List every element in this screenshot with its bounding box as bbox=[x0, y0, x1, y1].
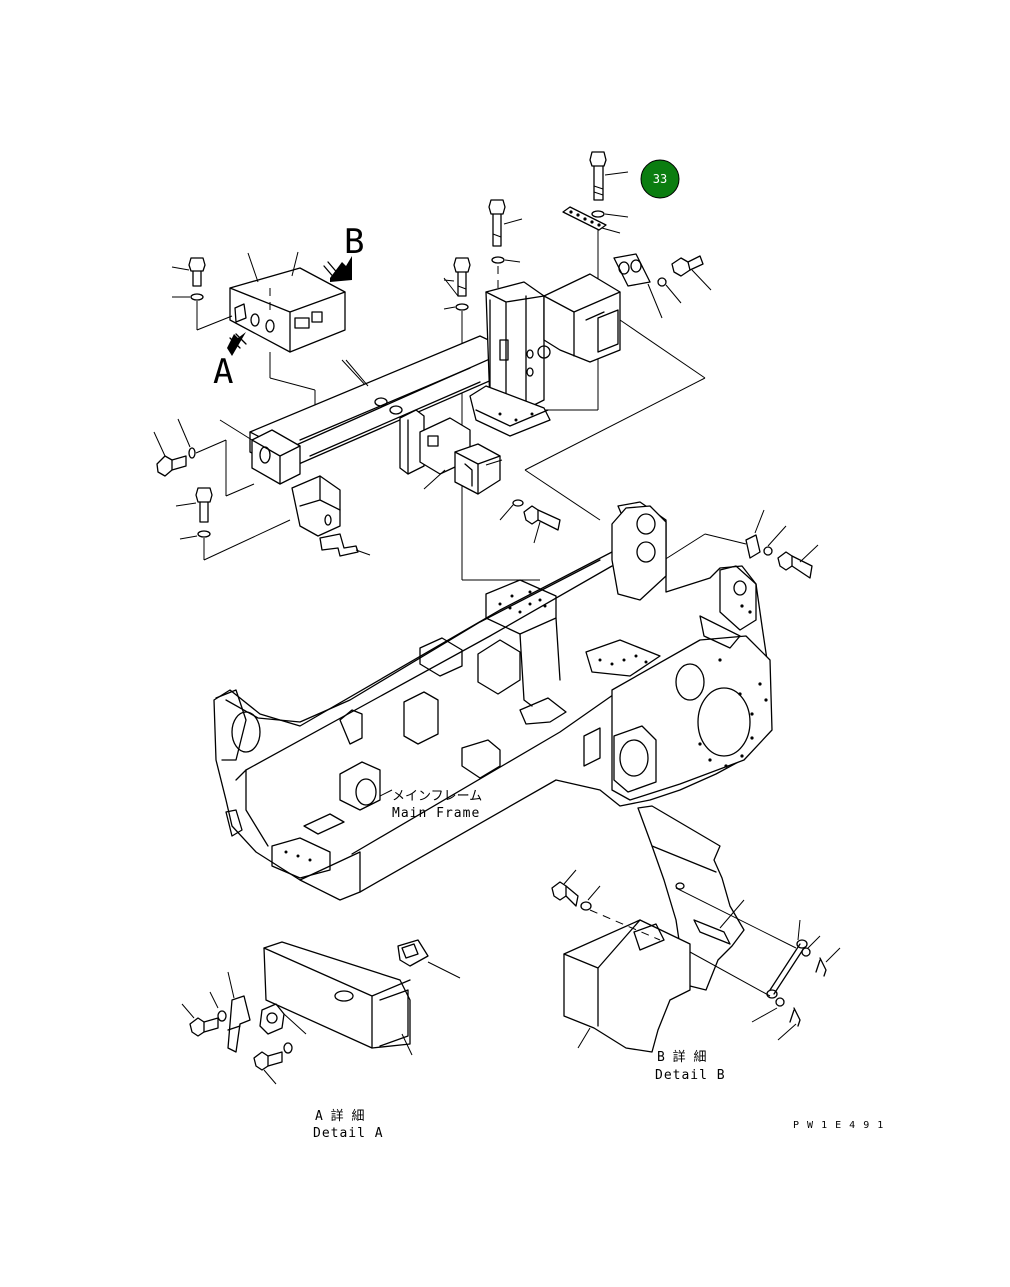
upper-frame-rail bbox=[153, 277, 511, 561]
drawing-code: P W 1 E 4 9 1 bbox=[793, 1120, 884, 1131]
detail-a-assembly bbox=[181, 939, 461, 1085]
pillar-assembly bbox=[469, 273, 706, 521]
detail-a-label-en: Detail A bbox=[313, 1126, 384, 1141]
view-b-label: B bbox=[344, 222, 364, 262]
main-frame bbox=[213, 501, 773, 901]
callout-33[interactable]: 33 bbox=[640, 159, 680, 199]
detail-a-label-jp: A 詳 細 bbox=[315, 1108, 364, 1124]
main-frame-label-en: Main Frame bbox=[392, 806, 480, 821]
mid-bracket-assembly bbox=[454, 443, 561, 544]
callout-circle[interactable] bbox=[640, 159, 680, 199]
view-arrows bbox=[227, 256, 352, 356]
control-box-assembly bbox=[171, 251, 369, 430]
right-pin-assembly bbox=[663, 509, 819, 579]
view-a-label: A bbox=[213, 352, 233, 392]
detail-b-label-en: Detail B bbox=[655, 1068, 726, 1083]
detail-b-label-jp: B 詳 細 bbox=[657, 1049, 706, 1065]
callout-number[interactable]: 33 bbox=[653, 172, 667, 186]
main-frame-label-jp: メインフレーム bbox=[392, 789, 482, 804]
detail-b-assembly bbox=[551, 805, 841, 1053]
top-bolt-assembly bbox=[443, 151, 712, 581]
